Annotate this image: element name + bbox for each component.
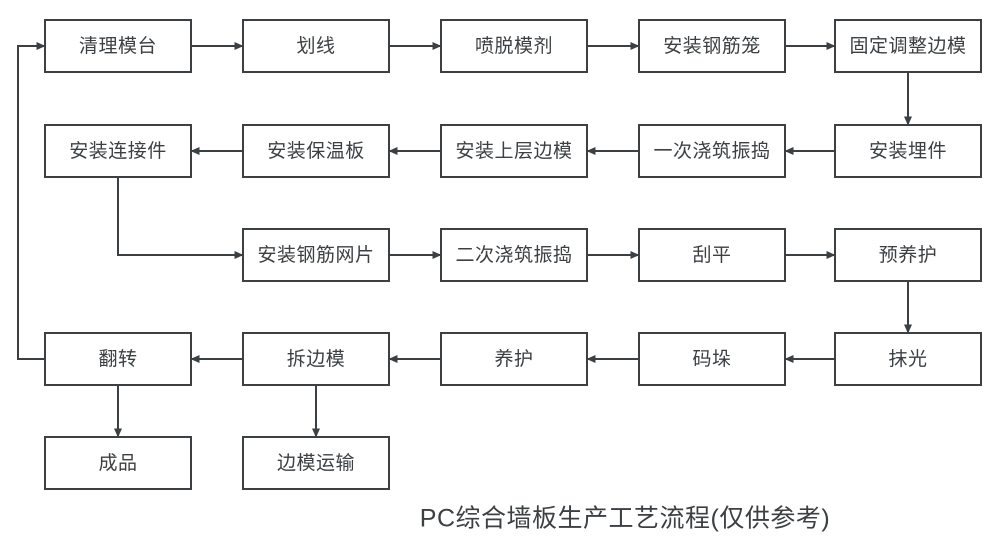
- process-node[interactable]: 喷脱模剂: [440, 19, 588, 73]
- process-node-label: 拆边模: [287, 348, 346, 370]
- process-node[interactable]: 安装埋件: [834, 124, 982, 178]
- process-node-label: 安装连接件: [69, 140, 167, 162]
- process-node[interactable]: 边模运输: [242, 436, 390, 490]
- process-node-label: 码垛: [692, 348, 731, 370]
- process-node-label: 清理模台: [79, 35, 157, 57]
- flow-arrow-elbow: [117, 177, 244, 259]
- process-node-box[interactable]: [44, 124, 192, 178]
- process-node[interactable]: 安装保温板: [242, 124, 390, 178]
- process-node-box[interactable]: [638, 228, 786, 282]
- process-node-label: 划线: [296, 35, 335, 57]
- process-node-box[interactable]: [242, 436, 390, 490]
- process-node[interactable]: 安装钢筋网片: [242, 228, 390, 282]
- process-node-box[interactable]: [638, 19, 786, 73]
- process-node-box[interactable]: [440, 228, 588, 282]
- process-node[interactable]: 二次浇筑振捣: [440, 228, 588, 282]
- process-node-box[interactable]: [44, 436, 192, 490]
- process-node-label: 喷脱模剂: [475, 35, 553, 57]
- process-node[interactable]: 清理模台: [44, 19, 192, 73]
- process-node-label: 安装上层边模: [455, 140, 572, 162]
- process-node-label: 安装保温板: [267, 140, 365, 162]
- process-node-label: 固定调整边模: [849, 35, 966, 57]
- process-node-box[interactable]: [440, 332, 588, 386]
- process-node-box[interactable]: [638, 124, 786, 178]
- process-node[interactable]: 码垛: [638, 332, 786, 386]
- process-node-box[interactable]: [44, 19, 192, 73]
- diagram-caption: PC综合墙板生产工艺流程(仅供参考): [420, 505, 830, 533]
- process-node-box[interactable]: [440, 124, 588, 178]
- process-node-label: 成品: [98, 452, 137, 474]
- process-node-box[interactable]: [834, 332, 982, 386]
- process-node[interactable]: 抹光: [834, 332, 982, 386]
- process-node-box[interactable]: [834, 19, 982, 73]
- process-node[interactable]: 安装上层边模: [440, 124, 588, 178]
- process-node-label: 养护: [494, 348, 533, 370]
- process-node-box[interactable]: [242, 332, 390, 386]
- process-node[interactable]: 一次浇筑振捣: [638, 124, 786, 178]
- process-node-box[interactable]: [242, 19, 390, 73]
- process-node-label: 抹光: [888, 348, 927, 370]
- process-node-label: 安装钢筋笼: [663, 35, 761, 57]
- process-node-label: 边模运输: [277, 452, 355, 474]
- process-node-box[interactable]: [638, 332, 786, 386]
- process-node-label: 二次浇筑振捣: [455, 244, 572, 266]
- process-node-box[interactable]: [834, 228, 982, 282]
- process-node[interactable]: 刮平: [638, 228, 786, 282]
- process-node-label: 预养护: [879, 244, 938, 266]
- process-node[interactable]: 养护: [440, 332, 588, 386]
- process-node[interactable]: 翻转: [44, 332, 192, 386]
- process-node-box[interactable]: [44, 332, 192, 386]
- process-node[interactable]: 拆边模: [242, 332, 390, 386]
- process-node[interactable]: 预养护: [834, 228, 982, 282]
- process-node[interactable]: 固定调整边模: [834, 19, 982, 73]
- process-node-box[interactable]: [242, 228, 390, 282]
- process-node-label: 翻转: [98, 348, 137, 370]
- flow-arrow-feedback-loop: [17, 42, 46, 360]
- process-node-box[interactable]: [242, 124, 390, 178]
- process-node-box[interactable]: [834, 124, 982, 178]
- edges-layer: [17, 42, 912, 438]
- process-node-label: 安装钢筋网片: [257, 244, 374, 266]
- process-node[interactable]: 划线: [242, 19, 390, 73]
- process-node-label: 安装埋件: [869, 140, 947, 162]
- process-node[interactable]: 成品: [44, 436, 192, 490]
- process-node[interactable]: 安装钢筋笼: [638, 19, 786, 73]
- process-node-box[interactable]: [440, 19, 588, 73]
- process-node[interactable]: 安装连接件: [44, 124, 192, 178]
- process-node-label: 刮平: [692, 244, 731, 266]
- process-node-label: 一次浇筑振捣: [653, 140, 770, 162]
